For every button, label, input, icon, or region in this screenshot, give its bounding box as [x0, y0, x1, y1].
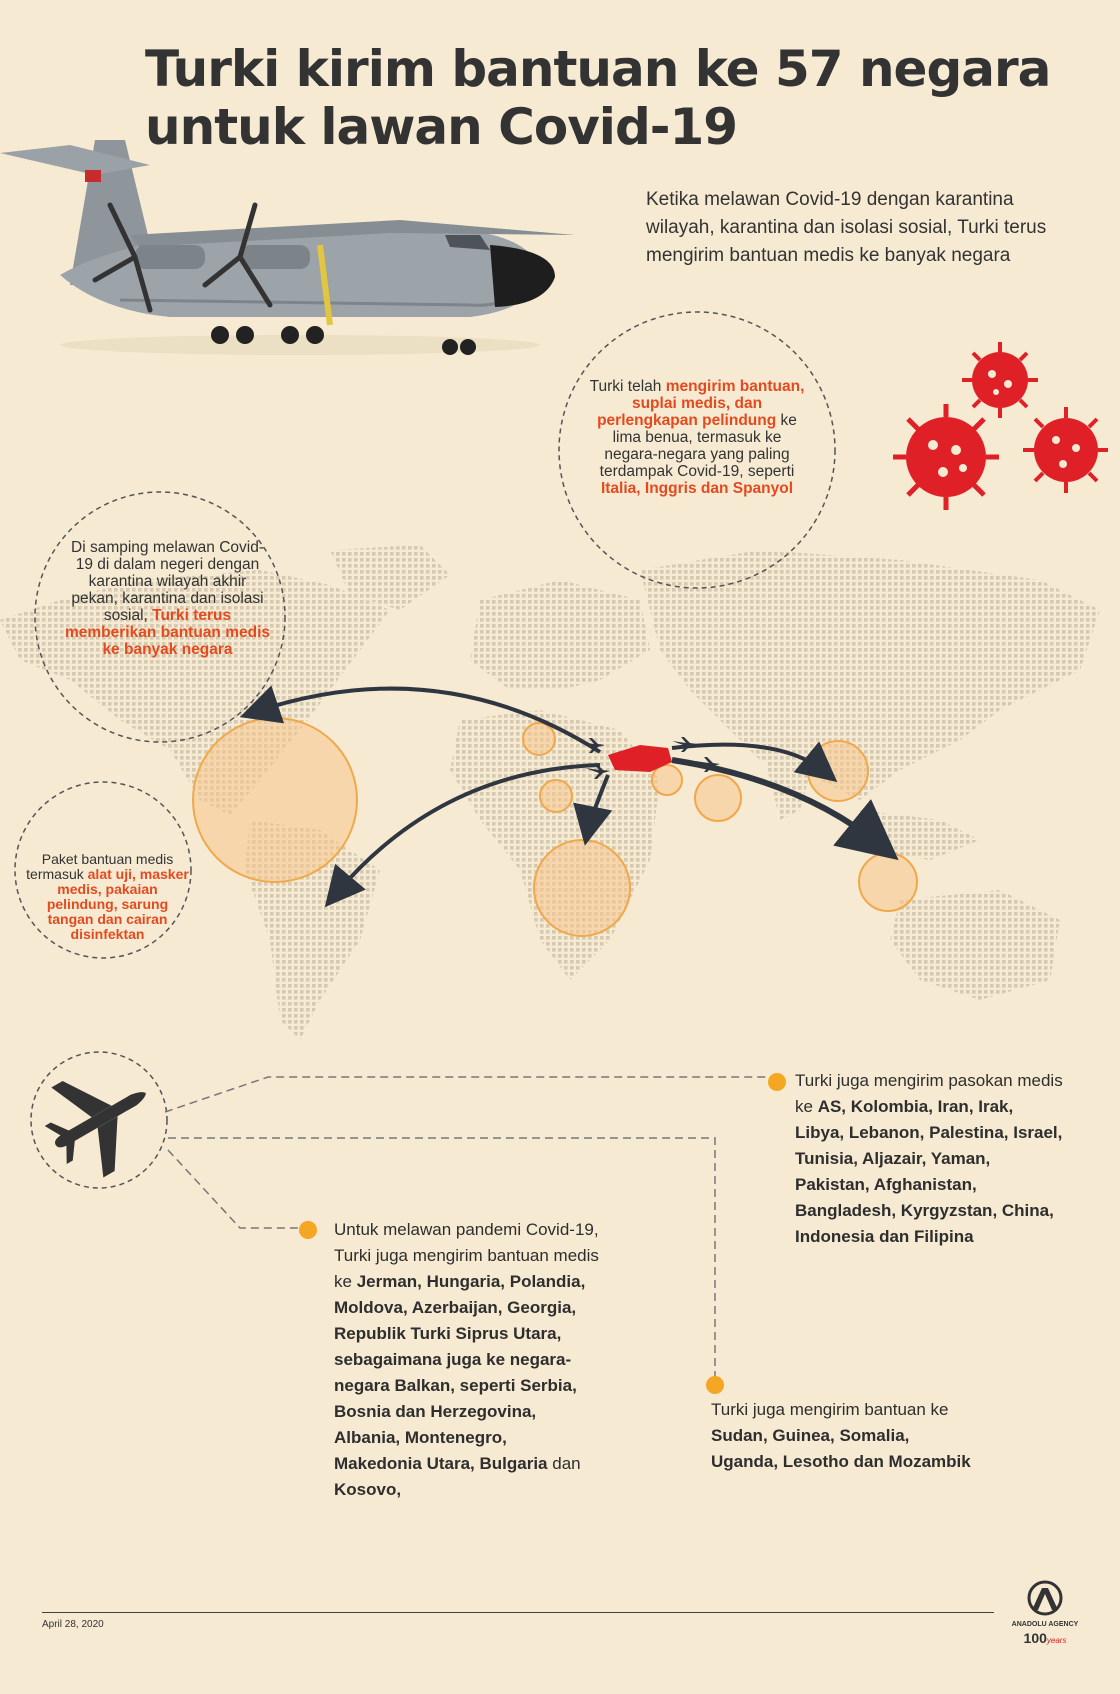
world-map: [0, 545, 1100, 1040]
turkey-shape: [608, 745, 672, 772]
virus-icon: [893, 342, 1108, 510]
footer-date: April 28, 2020: [42, 1619, 104, 1630]
anadolu-logo: ANADOLU AGENCY 100years: [1010, 1580, 1080, 1660]
years-badge: 100years: [1023, 1630, 1067, 1646]
page-title: Turki kirim bantuan ke 57 negara untuk l…: [145, 40, 1105, 156]
airplane-photo: [0, 140, 575, 355]
footer-divider: [42, 1612, 994, 1613]
connector-diagram: [30, 1051, 786, 1394]
list-bottom-text: Turki juga mengirim bantuan ke Sudan, Gu…: [711, 1400, 971, 1471]
intro-text: Ketika melawan Covid-19 dengan karantina…: [646, 189, 1047, 266]
anadolu-mark-icon: [1027, 1580, 1063, 1616]
bubble-bottom-text: Paket bantuan medis termasuk alat uji, m…: [26, 851, 189, 942]
title-line-2: untuk lawan Covid-19: [145, 98, 738, 156]
list-right-text: Turki juga mengirim pasokan medis ke AS,…: [795, 1071, 1063, 1246]
list-left-text: Untuk melawan pandemi Covid-19, Turki ju…: [334, 1220, 599, 1499]
bubble-top-text: Turki telah mengirim bantuan, suplai med…: [589, 378, 805, 497]
agency-name: ANADOLU AGENCY: [1011, 1621, 1079, 1628]
bubble-outlines: [14, 311, 836, 959]
title-line-1: Turki kirim bantuan ke 57 negara: [145, 40, 1051, 98]
airplane-icon: [44, 1080, 146, 1178]
bubble-left-text: Di samping melawan Covid-19 di dalam neg…: [65, 539, 271, 658]
